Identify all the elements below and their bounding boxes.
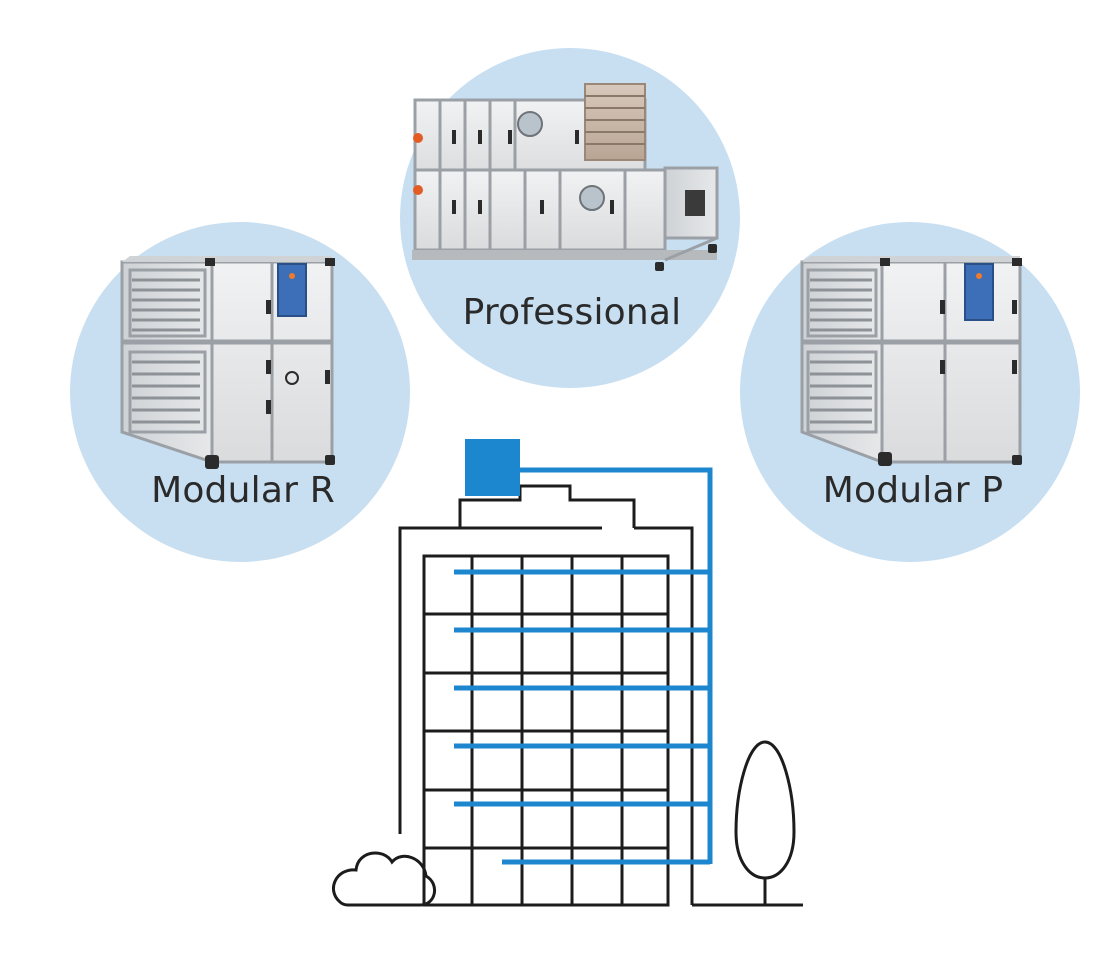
label-modular-p: Modular P bbox=[822, 470, 1004, 511]
label-professional: Professional bbox=[462, 292, 682, 333]
label-modular-r: Modular R bbox=[151, 470, 335, 511]
duct-network bbox=[454, 467, 713, 865]
modular-p-unit-image bbox=[800, 256, 1022, 466]
tree-icon bbox=[734, 740, 796, 905]
building-outline-icon bbox=[398, 484, 803, 907]
modular-r-unit-image bbox=[120, 256, 335, 469]
professional-unit-image bbox=[412, 83, 719, 271]
rooftop-ahu-icon bbox=[465, 439, 520, 496]
cloud-icon bbox=[332, 851, 436, 907]
